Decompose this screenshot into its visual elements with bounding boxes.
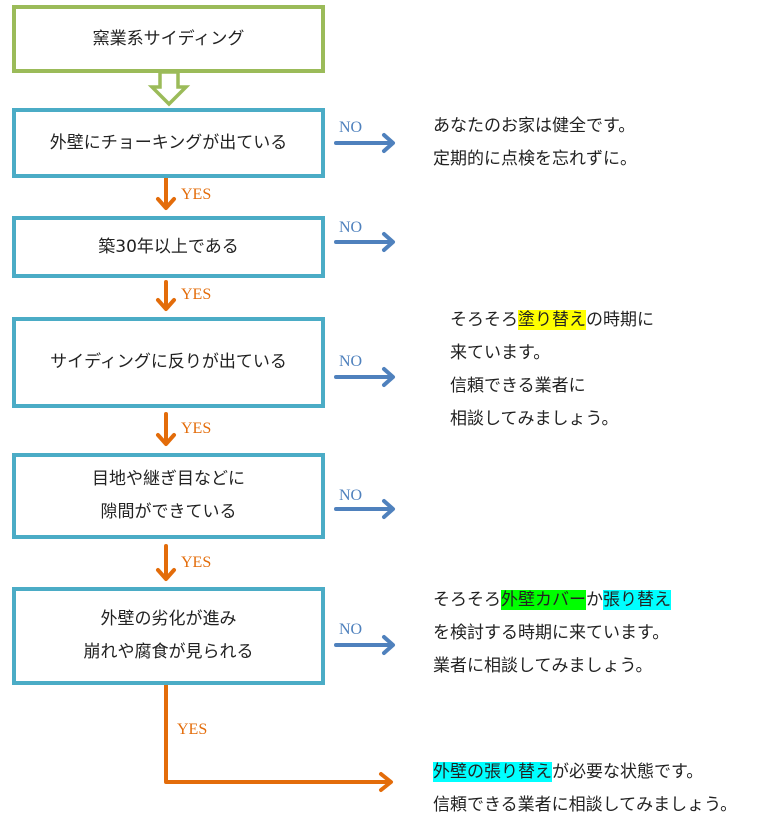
no-label-5: NO	[339, 621, 363, 638]
step-box-chalking: 外壁にチョーキングが出ている	[12, 108, 325, 178]
start-box: 窯業系サイディング	[12, 5, 325, 73]
result-line: 信頼できる業者に相談してみましょう。	[433, 795, 738, 815]
result-line: あなたのお家は健全です。	[433, 116, 636, 136]
highlight-replace: 張り替え	[603, 590, 671, 610]
result-line: 来ています。	[450, 343, 551, 363]
yes-label-5: YES	[177, 721, 208, 738]
no-label-4: NO	[339, 487, 363, 504]
yes-arrow-2	[156, 280, 176, 311]
result-line: そろそろ塗り替えの時期に	[450, 304, 654, 337]
result-line: 相談してみましょう。	[450, 409, 619, 429]
result-cover: そろそろ外壁カバーか張り替え を検討する時期に来ています。 業者に相談してみまし…	[433, 584, 671, 683]
yes-label-2: YES	[181, 286, 212, 303]
no-label-2: NO	[339, 219, 363, 236]
step-text-line2: 隙間ができている	[100, 502, 237, 522]
text-segment: そろそろ	[450, 310, 518, 330]
yes-arrow-3	[156, 412, 176, 446]
result-line: を検討する時期に来ています。	[433, 623, 670, 643]
yes-arrow-1	[156, 176, 176, 210]
no-arrow-5	[334, 635, 395, 655]
result-line: 信頼できる業者に	[450, 376, 586, 396]
no-arrow-3	[334, 367, 395, 387]
yes-label-1: YES	[181, 186, 212, 203]
no-label-1: NO	[339, 119, 363, 136]
result-line: 業者に相談してみましょう。	[433, 656, 653, 676]
result-line: 定期的に点検を忘れずに。	[433, 149, 637, 169]
result-healthy: あなたのお家は健全です。 定期的に点検を忘れずに。	[433, 110, 637, 176]
no-arrow-4	[334, 499, 395, 519]
yes-arrow-final	[164, 683, 393, 792]
step-text-line2: 崩れや腐食が見られる	[83, 642, 254, 662]
yes-arrow-4	[156, 544, 176, 581]
step-text: 築30年以上である	[98, 236, 239, 257]
result-repaint: そろそろ塗り替えの時期に 来ています。 信頼できる業者に 相談してみましょう。	[450, 304, 654, 436]
step-box-gaps: 目地や継ぎ目などに 隙間ができている	[12, 453, 325, 539]
step-text: サイディングに反りが出ている	[50, 352, 287, 372]
step-text: 外壁にチョーキングが出ている	[49, 132, 288, 153]
yes-label-4: YES	[181, 554, 212, 571]
step-box-age: 築30年以上である	[12, 216, 325, 278]
text-segment: の時期に	[586, 310, 654, 330]
start-down-arrow	[147, 70, 191, 107]
highlight-cover: 外壁カバー	[501, 590, 586, 610]
start-text: 窯業系サイディング	[92, 28, 245, 49]
text-segment: が必要な状態です。	[552, 762, 704, 782]
highlight-repaint: 塗り替え	[518, 310, 586, 330]
yes-label-3: YES	[181, 420, 212, 437]
highlight-wall-replace: 外壁の張り替え	[433, 762, 552, 782]
step-text-line1: 目地や継ぎ目などに	[92, 469, 245, 489]
step-text-line1: 外壁の劣化が進み	[100, 609, 237, 629]
result-replace: 外壁の張り替えが必要な状態です。 信頼できる業者に相談してみましょう。	[433, 756, 737, 822]
text-segment: そろそろ	[433, 590, 501, 610]
result-line: そろそろ外壁カバーか張り替え	[433, 584, 671, 617]
no-arrow-2	[334, 232, 395, 252]
result-line: 外壁の張り替えが必要な状態です。	[433, 756, 737, 789]
text-segment: か	[586, 590, 603, 610]
no-arrow-1	[334, 133, 395, 153]
step-box-warping: サイディングに反りが出ている	[12, 317, 325, 408]
no-label-3: NO	[339, 353, 363, 370]
step-box-deterioration: 外壁の劣化が進み 崩れや腐食が見られる	[12, 587, 325, 685]
